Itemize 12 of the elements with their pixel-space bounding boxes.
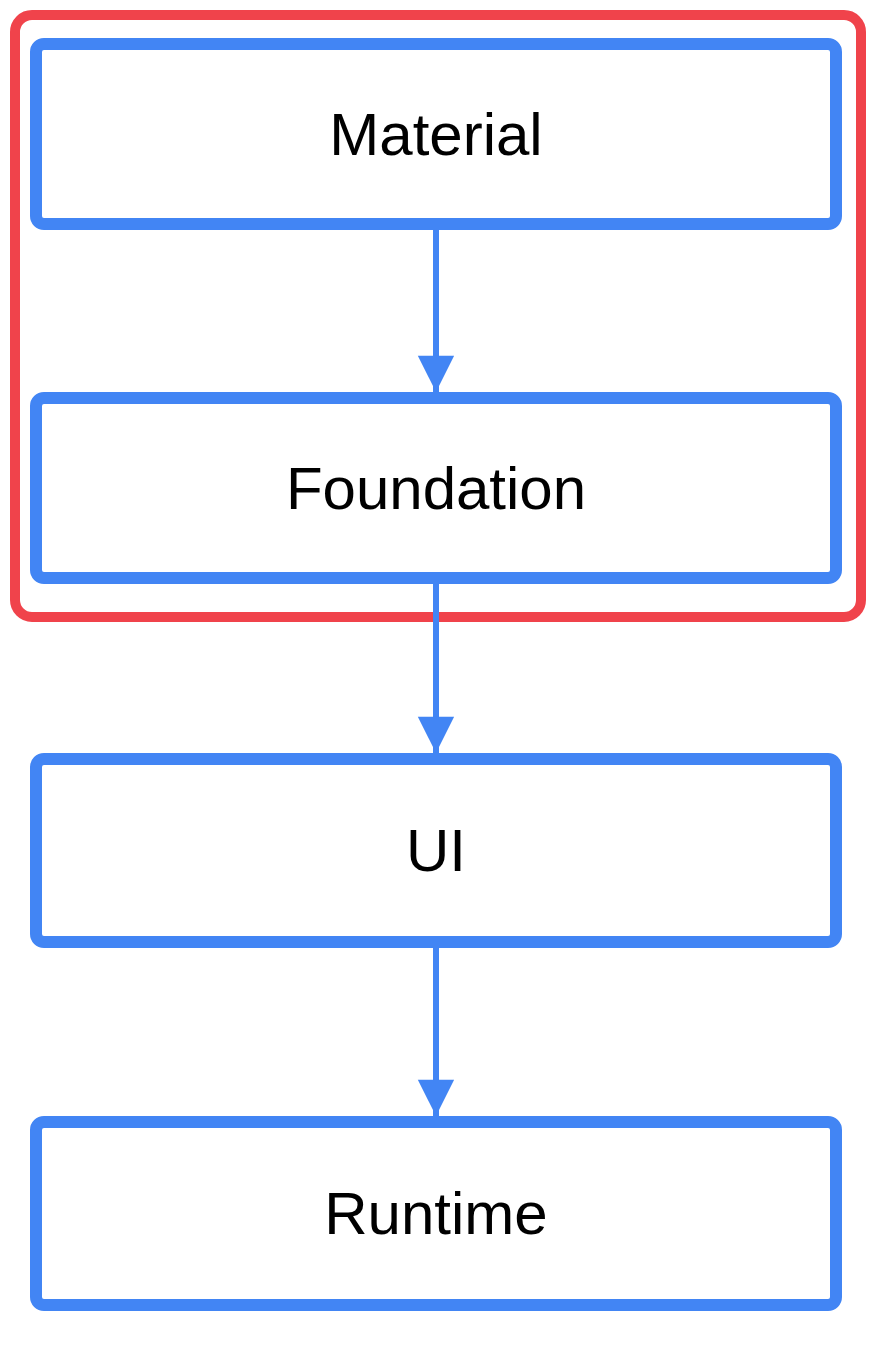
process-box <box>30 38 842 230</box>
arrow <box>417 948 455 1116</box>
arrow <box>417 230 455 392</box>
box-label: UI <box>406 816 466 885</box>
box-label: Foundation <box>285 453 587 523</box>
box-label: Runtime <box>324 1179 548 1248</box>
process-box <box>30 392 842 584</box>
process-box <box>30 753 842 948</box>
arrow <box>417 584 455 753</box>
box-label: Material <box>329 99 543 169</box>
group-frame <box>10 10 866 622</box>
process-box <box>30 1116 842 1311</box>
